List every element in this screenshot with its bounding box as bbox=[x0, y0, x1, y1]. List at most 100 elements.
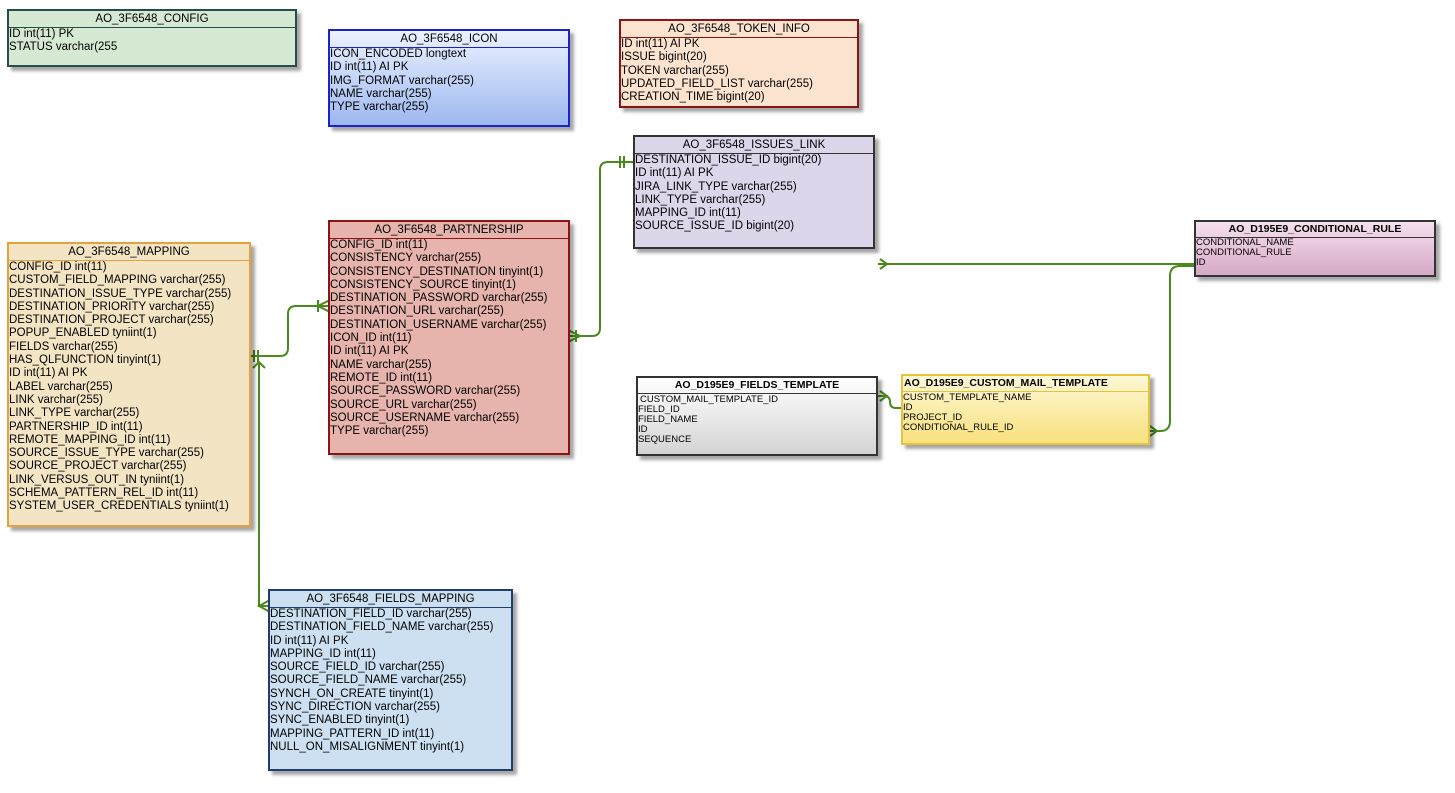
entity-mapping-title: AO_3F6548_MAPPING bbox=[9, 244, 249, 261]
entity-fields-mapping-field: ID int(11) AI PK bbox=[270, 634, 349, 647]
link-mapping-fields-mapping-mark bbox=[252, 360, 266, 369]
link-partnership-issues-link-crow bbox=[567, 329, 583, 343]
link-mapping-partnership[interactable] bbox=[248, 305, 330, 357]
entity-issues-link-field: LINK_TYPE varchar(255) bbox=[635, 193, 766, 206]
entity-issues-link-field: SOURCE_ISSUE_ID bigint(20) bbox=[635, 220, 795, 233]
entity-token-info[interactable]: AO_3F6548_TOKEN_INFO ID int(11) AI PK IS… bbox=[619, 19, 859, 108]
entity-token-info-field: ID int(11) AI PK bbox=[621, 38, 700, 50]
entity-partnership-field: CONFIG_ID int(11) bbox=[330, 239, 428, 251]
entity-partnership-field: DESTINATION_USERNAME varchar(255) bbox=[330, 318, 547, 331]
entity-partnership-field: ICON_ID int(11) bbox=[330, 332, 412, 345]
entity-icon-field: ID int(11) AI PK bbox=[330, 61, 409, 74]
entity-partnership-field: SOURCE_USERNAME varchar(255) bbox=[330, 411, 520, 424]
entity-mapping-field: LINK_TYPE varchar(255) bbox=[9, 407, 140, 420]
entity-mapping[interactable]: AO_3F6548_MAPPING CONFIG_ID int(11) CUST… bbox=[7, 242, 251, 527]
link-mapping-fields-mapping-crow bbox=[256, 599, 271, 613]
entity-partnership-field: DESTINATION_PASSWORD varchar(255) bbox=[330, 292, 548, 305]
entity-icon-title: AO_3F6548_ICON bbox=[330, 31, 568, 48]
entity-partnership-field: CONSISTENCY_SOURCE tinyint(1) bbox=[330, 278, 516, 291]
entity-partnership-field: TYPE varchar(255) bbox=[330, 425, 429, 438]
entity-icon-field: NAME varchar(255) bbox=[330, 87, 432, 100]
entity-partnership-field: CONSISTENCY varchar(255) bbox=[330, 252, 482, 265]
entity-icon-field: TYPE varchar(255) bbox=[330, 101, 429, 114]
entity-fields-mapping-field: SOURCE_FIELD_NAME varchar(255) bbox=[270, 674, 467, 687]
entity-custom-mail-template-title: AO_D195E9_CUSTOM_MAIL_TEMPLATE bbox=[903, 376, 1148, 392]
entity-config[interactable]: AO_3F6548_CONFIG ID int(11) PK STATUS va… bbox=[7, 9, 297, 67]
link-mapping-partnership-crow bbox=[315, 299, 331, 313]
entity-mapping-field: SOURCE_PROJECT varchar(255) bbox=[9, 460, 187, 473]
entity-fields-mapping-field: SYNCH_ON_CREATE tinyint(1) bbox=[270, 687, 434, 700]
entity-conditional-rule[interactable]: AO_D195E9_CONDITIONAL_RULE CONDITIONAL_N… bbox=[1194, 220, 1436, 277]
entity-custom-mail-template-field: PROJECT_ID bbox=[903, 412, 963, 423]
entity-token-info-field: ISSUE bigint(20) bbox=[621, 51, 707, 64]
entity-partnership-field: SOURCE_URL varchar(255) bbox=[330, 398, 477, 411]
entity-mapping-field: ID int(11) AI PK bbox=[9, 367, 88, 380]
entity-fields-mapping-title: AO_3F6548_FIELDS_MAPPING bbox=[270, 591, 511, 608]
entity-fields-mapping[interactable]: AO_3F6548_FIELDS_MAPPING DESTINATION_FIE… bbox=[268, 589, 513, 771]
entity-conditional-rule-field: CONDITIONAL_NAME bbox=[1196, 237, 1294, 248]
entity-fields-mapping-field: SYNC_ENABLED tinyint(1) bbox=[270, 714, 410, 727]
entity-mapping-field: PARTNERSHIP_ID int(11) bbox=[9, 420, 143, 433]
entity-icon-field: IMG_FORMAT varchar(255) bbox=[330, 74, 474, 87]
entity-partnership-field: CONSISTENCY_DESTINATION tinyint(1) bbox=[330, 265, 544, 278]
entity-partnership-field: NAME varchar(255) bbox=[330, 358, 432, 371]
entity-config-title: AO_3F6548_CONFIG bbox=[9, 11, 295, 28]
entity-fields-mapping-field: DESTINATION_FIELD_NAME varchar(255) bbox=[270, 621, 494, 634]
entity-partnership-field: REMOTE_ID int(11) bbox=[330, 371, 433, 384]
entity-fields-mapping-field: DESTINATION_FIELD_ID varchar(255) bbox=[270, 608, 472, 620]
entity-mapping-field: POPUP_ENABLED tyniint(1) bbox=[9, 327, 157, 340]
entity-issues-link-field: JIRA_LINK_TYPE varchar(255) bbox=[635, 180, 797, 193]
entity-icon[interactable]: AO_3F6548_ICON ICON_ENCODED longtext ID … bbox=[328, 29, 570, 127]
entity-fields-template-title: AO_D195E9_FIELDS_TEMPLATE bbox=[638, 378, 876, 394]
entity-issues-link-field: DESTINATION_ISSUE_ID bigint(20) bbox=[635, 154, 822, 166]
link-partnership-issues-link[interactable] bbox=[568, 161, 636, 337]
entity-mapping-field: SCHEMA_PATTERN_REL_ID int(11) bbox=[9, 487, 199, 500]
entity-mapping-field: LABEL varchar(255) bbox=[9, 380, 113, 393]
entity-mapping-field: LINK_VERSUS_OUT_IN tyniint(1) bbox=[9, 473, 185, 486]
entity-fields-template-field: CUSTOM_MAIL_TEMPLATE_ID bbox=[640, 394, 778, 405]
entity-fields-template-field: ID bbox=[638, 424, 648, 435]
entity-mapping-field: HAS_QLFUNCTION tinyint(1) bbox=[9, 354, 162, 367]
link-mapping-fields-mapping[interactable] bbox=[258, 362, 270, 607]
entity-partnership[interactable]: AO_3F6548_PARTNERSHIP CONFIG_ID int(11) … bbox=[328, 220, 570, 455]
entity-issues-link[interactable]: AO_3F6548_ISSUES_LINK DESTINATION_ISSUE_… bbox=[633, 135, 875, 249]
link-arrow-conditional-rule-head bbox=[879, 258, 889, 270]
link-fields-template-custom-mail[interactable] bbox=[877, 395, 903, 409]
entity-issues-link-title: AO_3F6548_ISSUES_LINK bbox=[635, 137, 873, 154]
entity-custom-mail-template-field: ID bbox=[903, 402, 913, 413]
entity-fields-template-field: SEQUENCE bbox=[638, 434, 692, 445]
entity-issues-link-field: MAPPING_ID int(11) bbox=[635, 207, 741, 220]
entity-mapping-field: CONFIG_ID int(11) bbox=[9, 261, 107, 273]
entity-conditional-rule-field: CONDITIONAL_RULE bbox=[1196, 247, 1292, 258]
entity-fields-mapping-field: SOURCE_FIELD_ID varchar(255) bbox=[270, 661, 445, 674]
entity-token-info-field: CREATION_TIME bigint(20) bbox=[621, 91, 765, 104]
entity-mapping-field: FIELDS varchar(255) bbox=[9, 340, 118, 353]
entity-custom-mail-template-field: CONDITIONAL_RULE_ID bbox=[903, 422, 1014, 433]
entity-conditional-rule-field: ID bbox=[1196, 257, 1206, 268]
entity-mapping-field: LINK varchar(255) bbox=[9, 393, 103, 406]
entity-conditional-rule-title: AO_D195E9_CONDITIONAL_RULE bbox=[1196, 222, 1434, 238]
entity-token-info-field: UPDATED_FIELD_LIST varchar(255) bbox=[621, 77, 813, 90]
entity-fields-template[interactable]: AO_D195E9_FIELDS_TEMPLATE CUSTOM_MAIL_TE… bbox=[636, 376, 878, 456]
entity-custom-mail-template-field: CUSTOM_TEMPLATE_NAME bbox=[903, 392, 1032, 403]
entity-mapping-field: DESTINATION_PRIORITY varchar(255) bbox=[9, 300, 215, 313]
entity-partnership-field: DESTINATION_URL varchar(255) bbox=[330, 305, 504, 318]
entity-partnership-field: SOURCE_PASSWORD varchar(255) bbox=[330, 385, 521, 398]
link-conditional-rule-custom-mail-head bbox=[1149, 425, 1159, 437]
entity-config-field: ID int(11) PK bbox=[9, 28, 74, 40]
entity-custom-mail-template[interactable]: AO_D195E9_CUSTOM_MAIL_TEMPLATE CUSTOM_TE… bbox=[901, 374, 1150, 445]
entity-partnership-title: AO_3F6548_PARTNERSHIP bbox=[330, 222, 568, 239]
link-conditional-rule-custom-mail[interactable] bbox=[1148, 265, 1196, 432]
entity-token-info-title: AO_3F6548_TOKEN_INFO bbox=[621, 21, 857, 38]
entity-fields-mapping-field: MAPPING_ID int(11) bbox=[270, 647, 376, 660]
entity-mapping-field: SOURCE_ISSUE_TYPE varchar(255) bbox=[9, 447, 204, 460]
entity-mapping-field: DESTINATION_ISSUE_TYPE varchar(255) bbox=[9, 287, 232, 300]
entity-issues-link-field: ID int(11) AI PK bbox=[635, 167, 714, 180]
entity-fields-mapping-field: MAPPING_PATTERN_ID int(11) bbox=[270, 727, 435, 740]
entity-mapping-field: DESTINATION_PROJECT varchar(255) bbox=[9, 314, 214, 327]
entity-partnership-field: ID int(11) AI PK bbox=[330, 345, 409, 358]
entity-fields-mapping-field: NULL_ON_MISALIGNMENT tinyint(1) bbox=[270, 740, 465, 753]
entity-mapping-field: CUSTOM_FIELD_MAPPING varchar(255) bbox=[9, 274, 226, 287]
